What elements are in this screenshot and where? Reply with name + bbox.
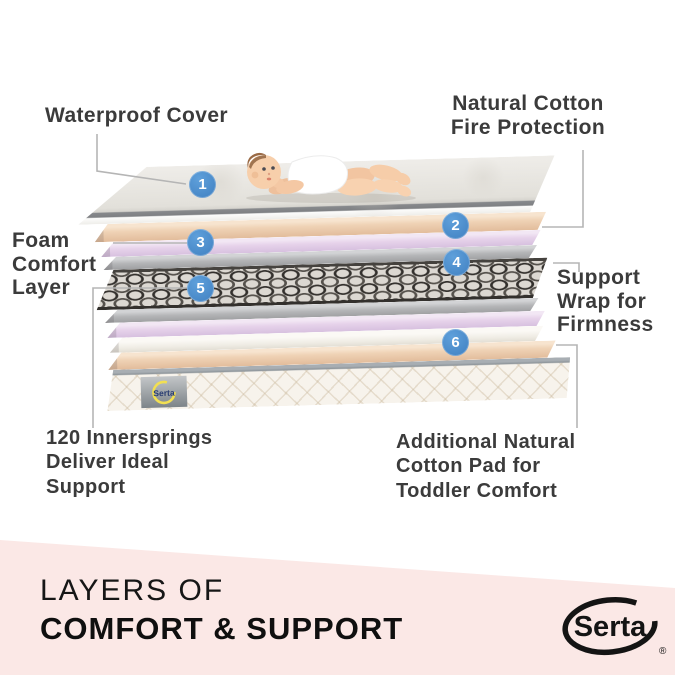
registered-mark: ®: [659, 646, 667, 657]
label-120-innersprings: 120 Innersprings Deliver Ideal Support: [46, 426, 212, 499]
badge-2: 2: [442, 212, 469, 239]
label-line: Toddler Comfort: [396, 479, 558, 502]
layer-mattress-base: Serta: [106, 357, 571, 411]
label-line: Cotton Pad for: [396, 455, 541, 478]
label-line: Foam: [12, 229, 70, 252]
label-line: Wrap for: [557, 289, 647, 313]
tag-logo-text: Serta: [153, 387, 175, 398]
serta-side-tag: Serta: [141, 376, 188, 408]
serta-logo-text: Serta: [574, 611, 647, 643]
serta-tag-logo-icon: Serta: [144, 377, 185, 406]
label-line: Waterproof Cover: [45, 104, 228, 127]
badge-5: 5: [187, 275, 214, 302]
label-waterproof-cover: Waterproof Cover: [45, 104, 228, 128]
serta-logo: Serta ®: [562, 596, 667, 657]
badge-3: 3: [187, 229, 214, 256]
label-additional-cotton-pad: Additional Natural Cotton Pad for Toddle…: [396, 430, 575, 503]
footer-title-line1: LAYERS OF: [40, 574, 225, 607]
badge-4: 4: [443, 249, 470, 276]
label-line: Fire Protection: [450, 115, 606, 139]
connector-6: [556, 344, 578, 428]
baby-photo: [246, 152, 416, 203]
label-line: 120 Innersprings: [46, 427, 213, 449]
label-line: Support: [46, 475, 126, 498]
label-foam-comfort-layer: Foam Comfort Layer: [12, 229, 96, 300]
connector-5: [92, 287, 189, 428]
label-line: Layer: [12, 276, 71, 300]
connector-2: [542, 150, 584, 228]
label-line: Comfort: [12, 252, 97, 276]
mattress-layer-diagram: Serta: [77, 153, 566, 414]
footer-title-line2: COMFORT & SUPPORT: [40, 611, 404, 646]
label-natural-cotton-fire-protection: Natural Cotton Fire Protection: [430, 92, 626, 139]
label-line: Support: [557, 266, 641, 289]
badge-6: 6: [442, 329, 469, 356]
badge-1: 1: [189, 171, 216, 198]
label-line: Additional Natural: [396, 431, 576, 453]
label-line: Firmness: [557, 313, 654, 337]
connector-1: [96, 134, 187, 185]
connector-4: [553, 262, 580, 272]
label-line: Deliver Ideal: [46, 451, 170, 474]
label-support-wrap-firmness: Support Wrap for Firmness: [557, 266, 654, 337]
tag-logo-ring: [153, 381, 175, 403]
label-line: Natural Cotton: [452, 92, 604, 115]
